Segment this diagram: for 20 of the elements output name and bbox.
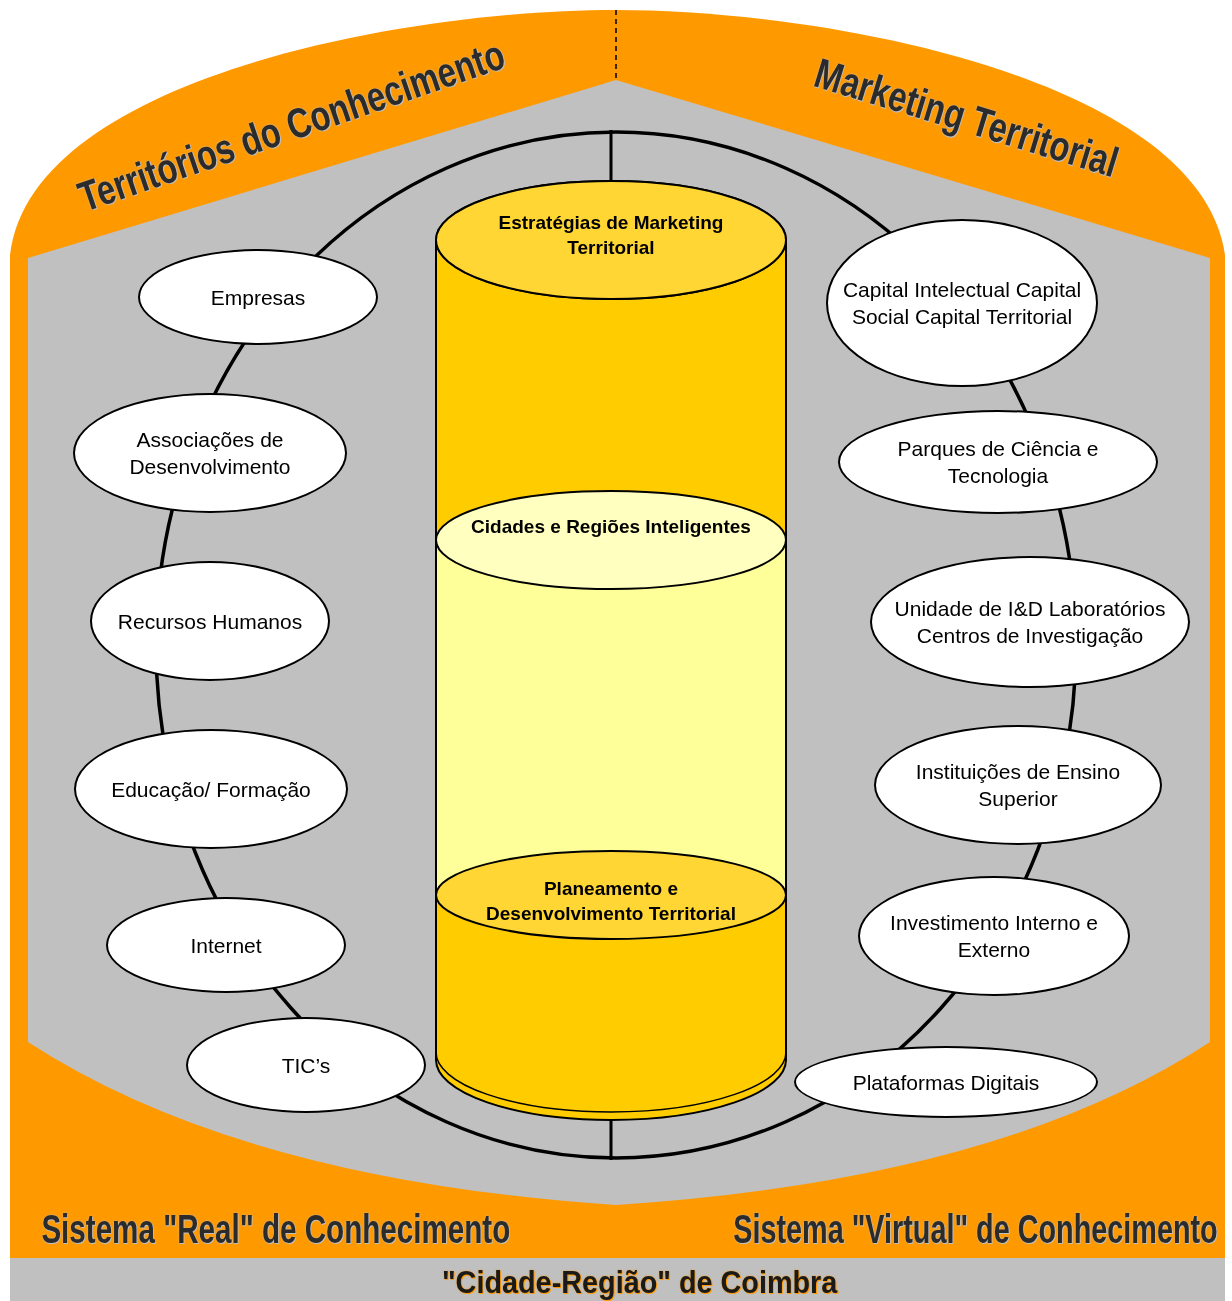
node-text: Unidade de I&D Laboratórios Centros de Investigação [893, 596, 1167, 649]
band-heading: "Cidade-Região" de Coimbra [442, 1266, 838, 1298]
node-text: Educação/ Formação [111, 776, 311, 803]
band-heading: Sistema "Virtual" de Conhecimento [732, 1209, 1218, 1249]
band-heading: Sistema "Real" de Conhecimento [41, 1209, 511, 1249]
node-text: Empresas [210, 284, 306, 311]
connector-line [609, 130, 613, 180]
connector-line [609, 1120, 613, 1160]
band-title: Estratégias de Marketing Territorial [497, 211, 725, 260]
node-text: Parques de Ciência e Tecnologia [896, 436, 1100, 489]
node-text: TIC’s [281, 1052, 331, 1079]
node-text: Instituições de Ensino Superior [914, 759, 1122, 812]
node-text: Associações de Desenvolvimento [128, 427, 292, 480]
band-title: Planeamento e Desenvolvimento Territorial [485, 877, 737, 926]
band-title: Cidades e Regiões Inteligentes [471, 515, 751, 539]
node-text: Plataformas Digitais [852, 1069, 1040, 1096]
node-text: Capital Intelectual Capital Social Capital Territorial [842, 277, 1082, 330]
node-text: Internet [190, 932, 262, 959]
node-text: Investimento Interno e Externo [889, 910, 1099, 963]
node-text: Recursos Humanos [117, 608, 303, 635]
